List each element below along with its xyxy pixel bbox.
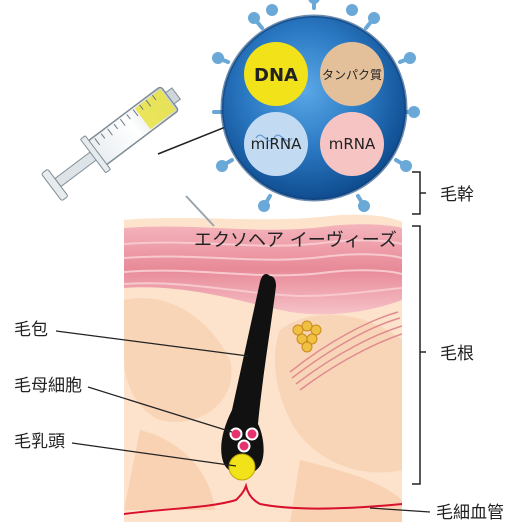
needle xyxy=(185,195,215,227)
hair-follicle xyxy=(221,274,276,481)
epidermis-stripes xyxy=(124,224,402,315)
mrna-label: mRNA xyxy=(329,135,376,153)
cargo-protein: タンパク質 xyxy=(320,42,384,106)
cargo-mrna: mRNA xyxy=(320,112,384,176)
syringe-exosome-connector xyxy=(157,125,229,155)
matrix-cell xyxy=(229,427,243,441)
sebaceous-gland xyxy=(292,320,322,353)
leader-capillary xyxy=(369,507,431,513)
cargo-mirna: miRNA xyxy=(244,112,308,176)
bracket-hair-shaft xyxy=(412,171,426,215)
leader-follicle xyxy=(55,330,249,357)
dna-label: DNA xyxy=(254,65,298,86)
label-follicle: 毛包 xyxy=(14,320,48,340)
banner-text: エクソヘア イーヴィーズ xyxy=(194,230,397,251)
label-hair-shaft: 毛幹 xyxy=(440,184,474,205)
bracket-hair-root xyxy=(412,225,426,485)
cargo-dna: DNA xyxy=(244,42,308,106)
label-papilla: 毛乳頭 xyxy=(14,432,65,452)
label-matrix-cell: 毛母細胞 xyxy=(14,376,82,396)
protein-label: タンパク質 xyxy=(322,67,382,82)
hair-shaft xyxy=(221,274,276,475)
syringe xyxy=(41,86,215,227)
label-capillary: 毛細血管 xyxy=(436,503,504,523)
exosome: DNA タンパク質 miRNA mRNA xyxy=(212,0,420,212)
matrix-cell xyxy=(237,439,251,453)
dermal-papilla xyxy=(228,453,256,481)
leader-papilla xyxy=(71,442,237,467)
syringe-liquid xyxy=(134,89,176,130)
mirna-label: miRNA xyxy=(251,135,302,153)
label-hair-root: 毛根 xyxy=(440,344,474,364)
matrix-cell xyxy=(245,427,259,441)
leader-matrix-cell xyxy=(87,386,233,433)
capillary-vessel xyxy=(124,482,402,515)
